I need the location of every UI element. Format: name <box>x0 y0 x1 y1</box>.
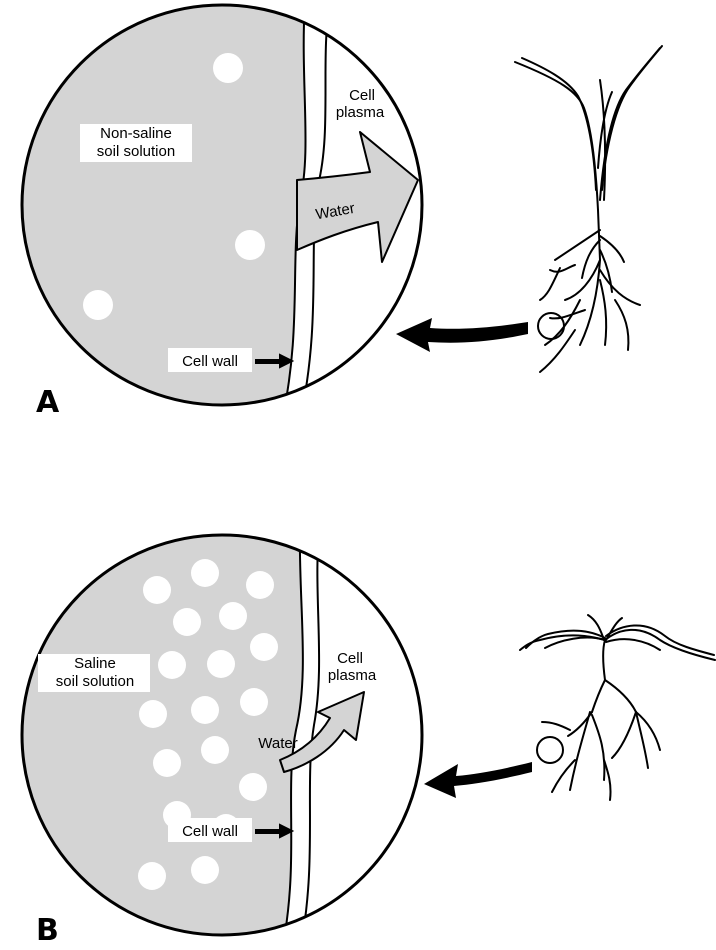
salt-particle <box>235 230 265 260</box>
soil-solution-label: Non-saline <box>100 125 172 142</box>
cell-wall-label: Cell wall <box>182 823 238 840</box>
water-label: Water <box>258 735 297 752</box>
cell-wall-band <box>282 520 700 950</box>
salt-particle <box>207 650 235 678</box>
soil-solution-label: Saline <box>74 655 116 672</box>
cell-plasma-label: Cell <box>337 650 363 667</box>
panel-b: Saline soil solution Cell plasma Water C… <box>0 520 715 950</box>
panel-a: Non-saline soil solution Cell plasma Wat… <box>0 0 700 420</box>
magnify-pointer-arrow <box>424 762 532 798</box>
salt-particle <box>191 856 219 884</box>
salt-particle <box>191 696 219 724</box>
root-detail-circle <box>538 313 564 339</box>
salt-particle <box>219 602 247 630</box>
magnify-pointer-arrow <box>396 318 528 352</box>
cell-plasma-label: plasma <box>328 667 377 684</box>
salt-particle <box>191 559 219 587</box>
soil-solution-label: soil solution <box>56 673 134 690</box>
cell-wall-label: Cell wall <box>182 353 238 370</box>
salt-particle <box>240 688 268 716</box>
salt-particle <box>239 773 267 801</box>
healthy-plant-icon <box>515 46 662 372</box>
salt-particle <box>158 651 186 679</box>
root-detail-circle <box>537 737 563 763</box>
salt-particle <box>246 571 274 599</box>
salt-particle <box>138 862 166 890</box>
soil-solution-label: soil solution <box>97 143 175 160</box>
stunted-plant-icon <box>520 615 715 800</box>
panel-letter: B <box>36 913 59 948</box>
salt-particle <box>143 576 171 604</box>
panel-letter: A <box>36 385 60 420</box>
salt-particle <box>213 53 243 83</box>
cell-plasma-label: plasma <box>336 104 385 121</box>
cell-plasma-label: Cell <box>349 87 375 104</box>
salt-particle <box>139 700 167 728</box>
salt-particle <box>250 633 278 661</box>
salt-particle <box>153 749 181 777</box>
salt-particle <box>201 736 229 764</box>
salt-particle <box>83 290 113 320</box>
salt-particle <box>173 608 201 636</box>
